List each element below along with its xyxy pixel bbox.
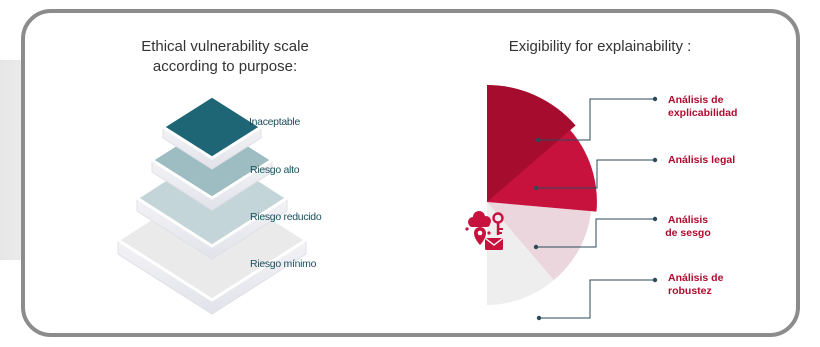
explainability-sectors xyxy=(487,84,597,305)
section-label-legal-line1: Análisis legal xyxy=(668,154,736,166)
pyramid-level-inaceptable xyxy=(160,94,264,170)
cloud-icon xyxy=(468,211,491,227)
section-label-sesgo: Análisis de sesgo xyxy=(660,214,716,240)
level-label-inaceptable: Inaceptable xyxy=(249,116,300,128)
vulnerability-scale-title-line2: according to purpose: xyxy=(152,58,298,75)
content-panel xyxy=(21,9,800,337)
sector-robustez xyxy=(487,202,554,305)
section-label-robustez-line1: Análisis de xyxy=(668,272,724,284)
level-label-reducido: Riesgo reducido xyxy=(250,211,322,223)
connector-dots xyxy=(533,96,658,321)
section-label-explicabilidad-line2: explicabilidad xyxy=(668,107,738,119)
location-pin-icon xyxy=(474,227,486,245)
envelope-icon xyxy=(485,237,503,250)
sector-sesgo xyxy=(487,202,592,281)
section-label-robustez: Análisis de robustez xyxy=(668,272,723,298)
sector-legal xyxy=(487,122,597,212)
section-label-legal: Análisis legal xyxy=(668,154,735,167)
section-label-explicabilidad: Análisis de explicabilidad xyxy=(668,94,737,120)
sector-explicabilidad xyxy=(487,84,576,202)
section-label-sesgo-line1: Análisis xyxy=(667,214,709,226)
section-label-robustez-line2: robustez xyxy=(668,285,712,297)
data-icons xyxy=(465,211,504,250)
vulnerability-scale-title-line1: Ethical vulnerability scale xyxy=(141,38,309,55)
connector-lines xyxy=(536,98,655,319)
section-label-explicabilidad-line1: Análisis de xyxy=(668,94,724,106)
explainability-title: Exigibility for explainability : xyxy=(508,38,692,55)
key-icon xyxy=(492,212,504,235)
vulnerability-scale-title: Ethical vulnerability scale according to… xyxy=(105,37,345,77)
section-label-sesgo-line2: de sesgo xyxy=(665,227,711,239)
level-label-minimo: Riesgo mínimo xyxy=(250,258,317,270)
level-label-alto: Riesgo alto xyxy=(250,164,300,176)
